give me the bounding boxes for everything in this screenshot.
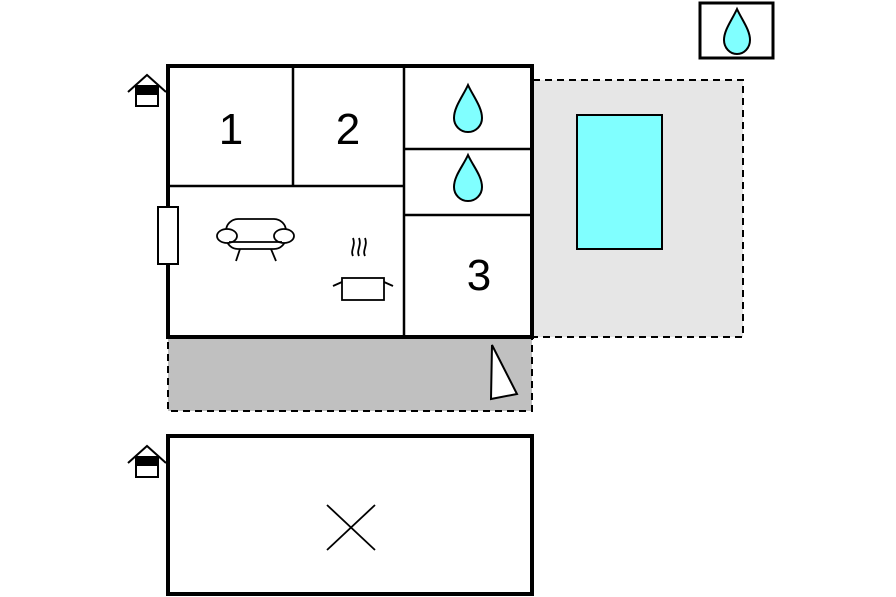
swimming-pool <box>576 114 663 250</box>
room-2-label: 2 <box>336 105 360 154</box>
water-drop-icon <box>452 152 484 202</box>
north-arrow-icon <box>489 344 519 401</box>
outdoor-shower <box>698 1 775 60</box>
cooking-pot-icon <box>332 237 394 301</box>
pool-area <box>532 79 744 338</box>
water-drop-icon <box>452 82 484 133</box>
window <box>157 206 179 265</box>
room-1-label: 1 <box>219 105 243 154</box>
terrace <box>167 336 533 412</box>
annex-building <box>166 434 534 596</box>
room-3-label: 3 <box>467 251 491 300</box>
house-entrance-icon <box>127 444 167 478</box>
water-drop-icon <box>722 6 752 55</box>
cross-mark-icon <box>326 504 376 551</box>
sofa-icon <box>216 218 295 262</box>
interior-walls <box>168 66 532 337</box>
house-entrance-icon <box>127 73 167 107</box>
